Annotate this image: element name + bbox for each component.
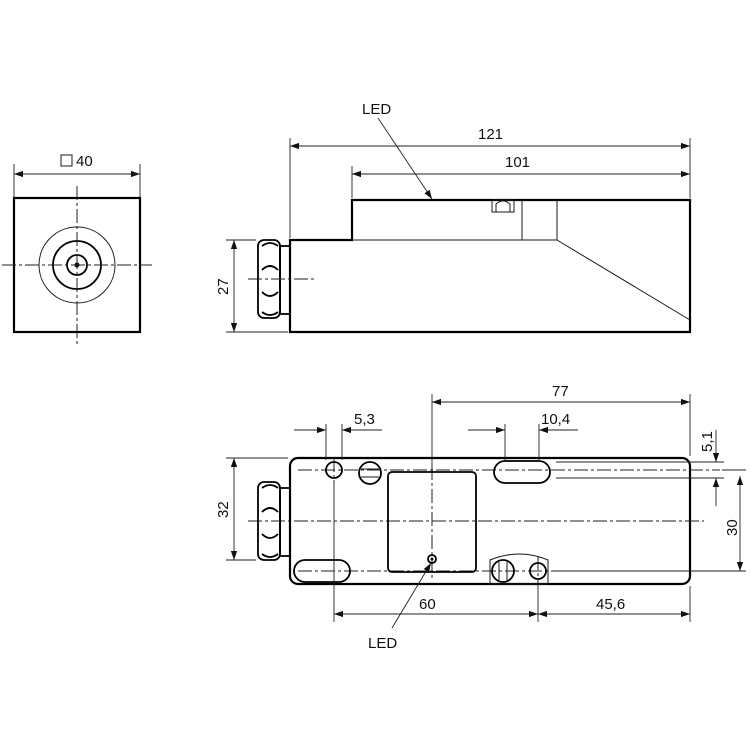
led-indicator [427, 554, 437, 564]
dim-label-5-3: 5,3 [354, 411, 375, 428]
side-view: 121 101 27 LED [215, 101, 692, 334]
dim-label-121: 121 [478, 126, 503, 143]
square-symbol-icon [60, 154, 73, 167]
led-window [387, 471, 477, 573]
dim-label-5-1: 5,1 [699, 431, 716, 452]
led-leader-top [377, 117, 433, 200]
dim-label-32: 32 [215, 501, 232, 518]
slot-outline-bottom-right [489, 553, 549, 585]
dim-label-101: 101 [505, 154, 530, 171]
side-view-screw-icon [491, 199, 515, 213]
mounting-screw-bottom-right [491, 559, 515, 583]
front-view: 40 [2, 153, 152, 344]
led-label-top: LED [362, 101, 391, 118]
mounting-hole-top-left [325, 458, 343, 484]
top-view: 77 5,3 10,4 5,1 30 32 60 [215, 383, 746, 652]
dim-label-30: 30 [724, 519, 741, 536]
side-view-bevel-diagonal [556, 239, 691, 321]
dim-label-27: 27 [215, 278, 232, 295]
side-view-led-window [521, 200, 558, 240]
top-connector-icon [257, 481, 291, 561]
dim-label-40: 40 [76, 153, 93, 170]
led-leader-bottom [391, 562, 432, 629]
dim-label-77: 77 [552, 383, 569, 400]
dim-label-45-6: 45,6 [596, 596, 625, 613]
dim-label-60: 60 [419, 596, 436, 613]
mounting-screw-top-left [358, 461, 382, 485]
mounting-slot-bottom-left [293, 559, 351, 583]
dim-label-10-4: 10,4 [541, 411, 570, 428]
side-view-body [288, 198, 692, 334]
led-label-bottom: LED [368, 635, 397, 652]
mounting-slot-top-right [493, 460, 551, 484]
